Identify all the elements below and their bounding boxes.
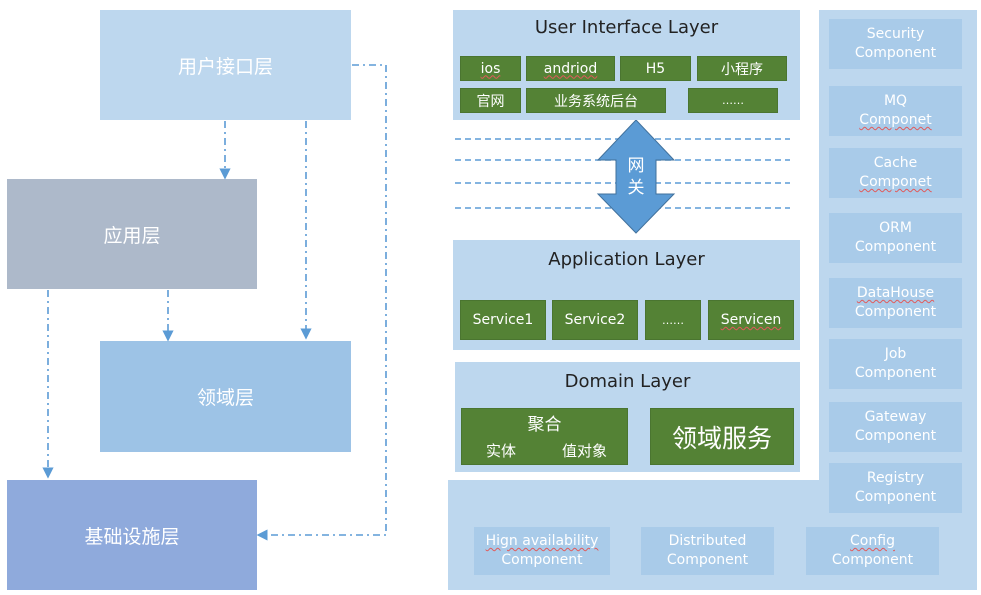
domain-layer-label: 领域层 (196, 387, 254, 409)
entity-label: 实体 (486, 442, 517, 460)
application-layer-title: Application Layer (548, 249, 705, 270)
arrow-ui-to-infra (256, 64, 387, 541)
client-android: andriod (526, 56, 615, 81)
client-website: 官网 (460, 88, 521, 113)
config-component: Config Component (806, 527, 939, 575)
job-component: Job Component (829, 339, 962, 389)
gateway-component: Gateway Component (829, 402, 962, 452)
client-admin-backend: 业务系统后台 (526, 88, 666, 113)
client-ios: ios (460, 56, 521, 81)
ui-layer-title: User Interface Layer (534, 17, 719, 38)
datahouse-component: DataHouse Component (829, 278, 962, 328)
value-object-label: 值对象 (562, 442, 608, 460)
orm-component: ORM Component (829, 213, 962, 263)
aggregate-label: 聚合 (527, 415, 562, 435)
application-layer-label: 应用层 (103, 224, 161, 247)
gateway-label: 网 关 (627, 156, 645, 198)
service-more: …… (645, 300, 701, 340)
security-component: Security Component (829, 19, 962, 69)
ui-layer-box: 用户接口层 (100, 10, 351, 120)
mq-component: MQ Componet (829, 86, 962, 136)
client-h5: H5 (620, 56, 691, 81)
service-n: Servicen (708, 300, 794, 340)
aggregate-box: 聚合 实体 值对象 (461, 408, 628, 465)
service-1: Service1 (460, 300, 546, 340)
cache-component: Cache Componet (829, 148, 962, 198)
infrastructure-layer-box: 基础设施层 (7, 480, 257, 590)
domain-service-box: 领域服务 (650, 408, 794, 465)
client-more: …… (688, 88, 778, 113)
gateway-double-arrow (596, 119, 676, 234)
distributed-component: Distributed Component (641, 527, 774, 575)
infrastructure-layer-label: 基础设施层 (84, 525, 180, 548)
registry-component: Registry Component (829, 463, 962, 513)
service-2: Service2 (552, 300, 638, 340)
application-layer-box: 应用层 (7, 179, 257, 289)
client-mini-program: 小程序 (697, 56, 787, 81)
domain-layer-box: 领域层 (100, 341, 351, 452)
ui-layer-label: 用户接口层 (177, 55, 273, 78)
domain-layer-title: Domain Layer (564, 371, 691, 392)
high-availability-component: Hign availability Component (474, 527, 610, 575)
